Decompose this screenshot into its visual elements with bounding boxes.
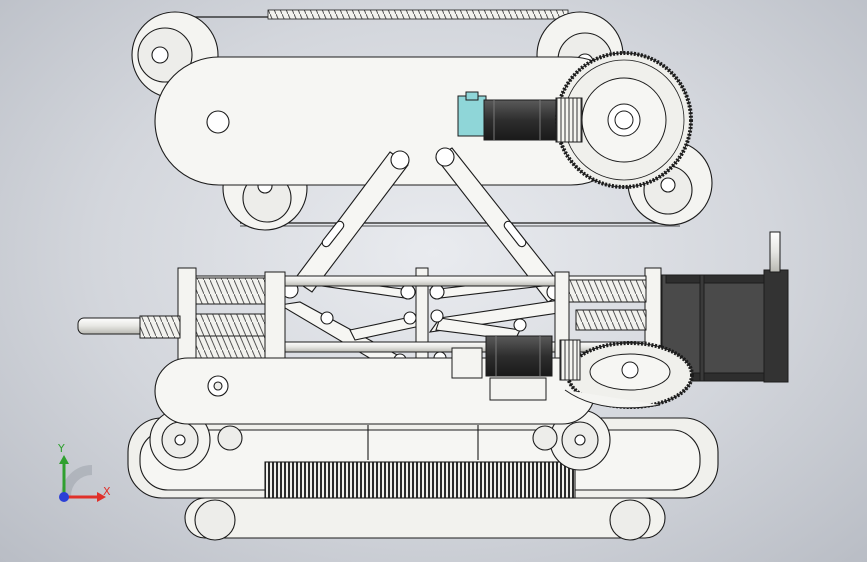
drive-rack bbox=[264, 461, 576, 499]
orientation-triad: X Y bbox=[57, 442, 111, 502]
lower-wheel-left bbox=[149, 409, 211, 471]
upper-bevel-gear[interactable] bbox=[555, 51, 693, 189]
x-axis-arrowhead bbox=[97, 492, 106, 502]
lower-track-assembly[interactable] bbox=[127, 357, 719, 541]
motor-body bbox=[483, 99, 557, 141]
z-axis-dot bbox=[59, 492, 69, 502]
motor-body bbox=[485, 335, 553, 377]
stepper-shaft bbox=[769, 231, 781, 273]
motor-encoder-cap bbox=[457, 95, 487, 137]
x-axis-label: X bbox=[103, 485, 111, 498]
output-shaft bbox=[77, 317, 149, 335]
screw-end-block-right bbox=[644, 267, 662, 349]
lower-drive-motor[interactable] bbox=[451, 335, 553, 401]
screw-end-block-left bbox=[177, 267, 197, 363]
upper-drive-motor[interactable] bbox=[457, 91, 557, 141]
tension-spring bbox=[267, 9, 569, 20]
y-axis-label: Y bbox=[57, 442, 65, 455]
lead-screw-assembly[interactable] bbox=[77, 267, 662, 363]
y-axis-arrowhead bbox=[59, 455, 69, 464]
lower-bevel-gear[interactable] bbox=[559, 339, 694, 409]
upper-track-assembly[interactable] bbox=[131, 9, 713, 231]
